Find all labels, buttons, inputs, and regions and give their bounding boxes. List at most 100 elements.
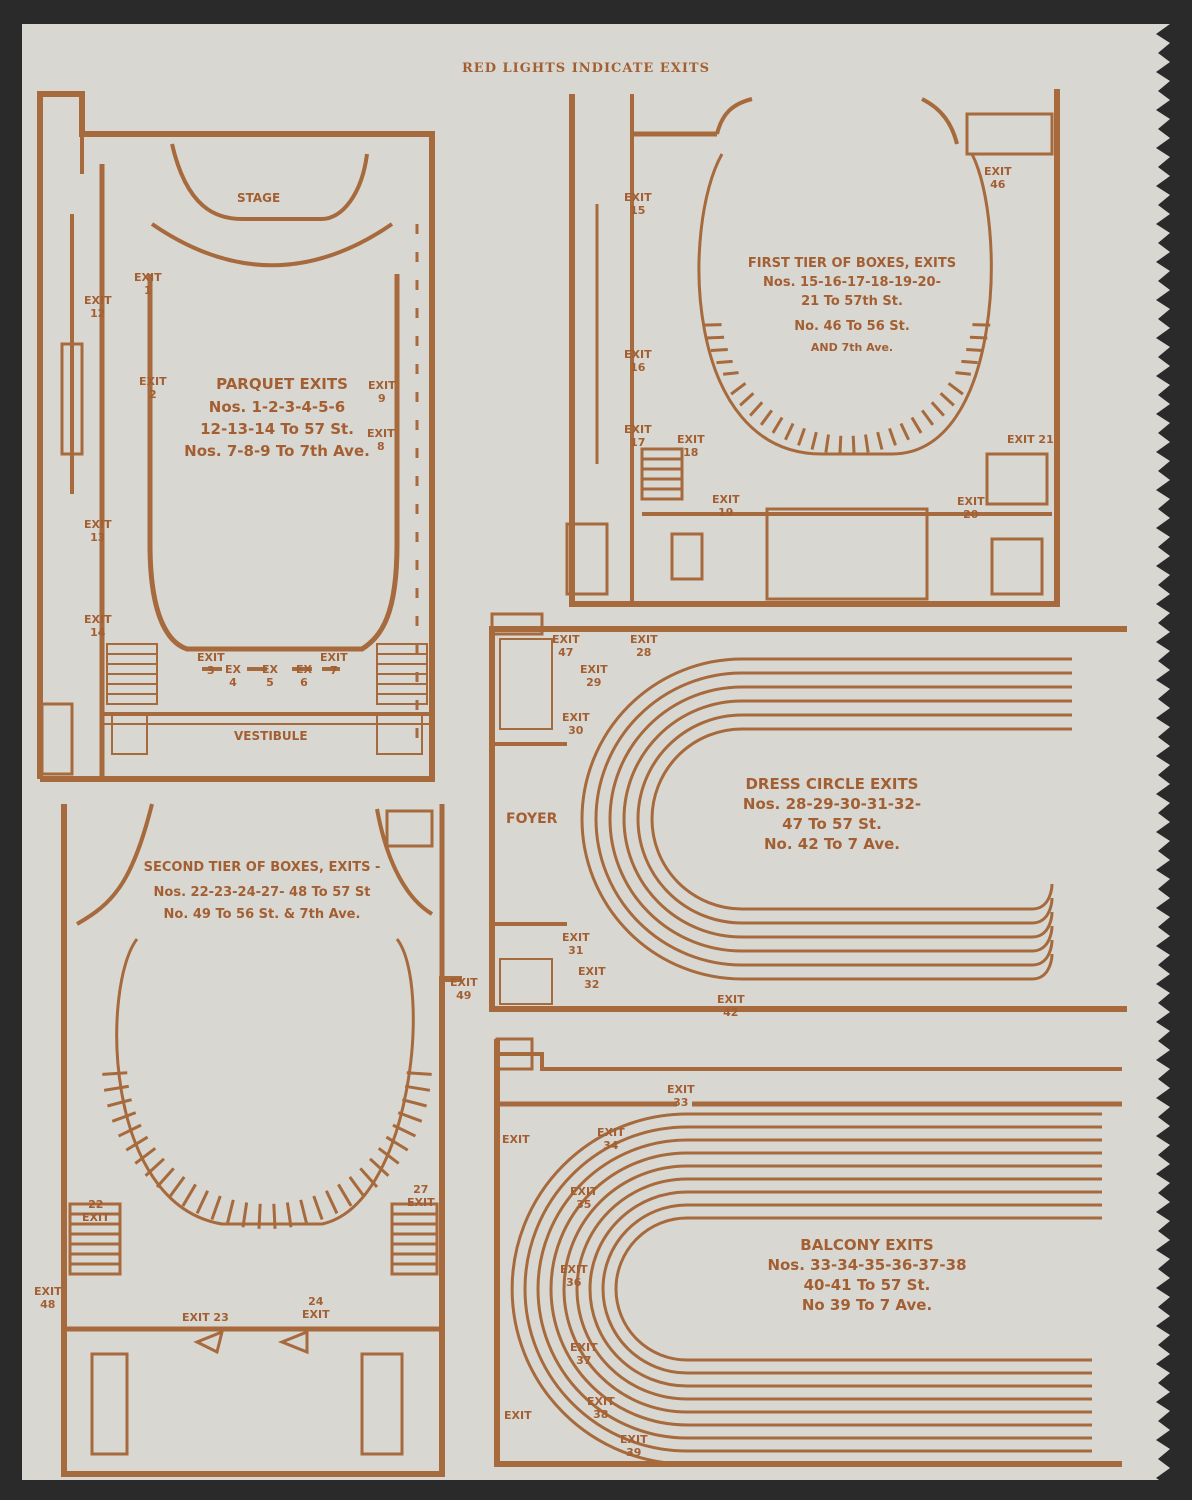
balcony-row	[523, 1125, 1102, 1453]
exit-47-label: EXIT 47	[552, 633, 580, 659]
exit-39-label: EXIT 39	[620, 1433, 648, 1459]
exit-21-label: EXIT 21	[1007, 433, 1054, 446]
box-partition	[710, 348, 728, 353]
box-partition	[168, 1176, 186, 1198]
box-partition	[784, 422, 795, 441]
box-partition	[716, 359, 733, 365]
box-partition	[955, 371, 971, 376]
box-partition	[324, 1190, 339, 1215]
balcony-row	[614, 1216, 1102, 1362]
box-partition	[285, 1202, 293, 1228]
exit-13-label: EXIT 13	[84, 518, 112, 544]
exit-20-label: EXIT 20	[957, 495, 985, 521]
exit-15-label: EXIT 15	[624, 191, 652, 217]
dress-circle-plan	[489, 612, 1127, 1012]
torn-edge	[1156, 24, 1170, 1480]
exit-28-label: EXIT 28	[630, 633, 658, 659]
exit-14-label: EXIT 14	[84, 613, 112, 639]
box-partition	[103, 1084, 130, 1092]
box-partition	[910, 416, 923, 434]
box-partition	[759, 409, 774, 426]
box-partition	[739, 392, 755, 407]
box-partition	[107, 1098, 132, 1108]
first-tier-line2: 21 To 57th St.	[801, 294, 903, 309]
exit-33-label: EXIT 33	[667, 1083, 695, 1109]
exit-35-label: EXIT 35	[570, 1185, 598, 1211]
dress-circle-line3: No. 42 To 7 Ave.	[763, 835, 901, 853]
exit-48-label: EXIT 48	[34, 1285, 62, 1311]
box-partition	[144, 1157, 165, 1177]
stage-label: STAGE	[237, 191, 281, 205]
box-partition	[111, 1111, 137, 1123]
balcony-line1: Nos. 33-34-35-36-37-38	[767, 1256, 967, 1274]
balcony-row	[562, 1164, 1102, 1414]
box-partition	[771, 416, 784, 434]
box-partition	[888, 427, 897, 446]
exit-32-label: EXIT 32	[578, 965, 606, 991]
box-partition	[385, 1135, 409, 1152]
exit-7-label: EXIT 7	[320, 651, 348, 677]
exit-22-label: 22 EXIT	[82, 1198, 110, 1224]
dress-circle-row	[650, 727, 1072, 911]
balcony-line2: 40-41 To 57 St.	[803, 1276, 931, 1294]
box-partition	[102, 1071, 128, 1076]
exit-6-label: EX 6	[296, 663, 312, 689]
balcony-row	[601, 1203, 1102, 1375]
box-partition	[155, 1167, 175, 1188]
balcony-row	[575, 1177, 1102, 1401]
exit-9-label: EXIT 9	[368, 379, 396, 405]
dress-circle-row	[636, 713, 1072, 925]
balcony-title: BALCONY EXITS	[800, 1236, 934, 1254]
exit-29-label: EXIT 29	[580, 663, 608, 689]
dress-circle-row	[608, 685, 1072, 953]
box-partition	[899, 422, 910, 441]
box-partition	[134, 1147, 157, 1165]
exit-37-label: EXIT 37	[570, 1341, 598, 1367]
box-partition	[920, 409, 935, 426]
box-partition	[125, 1135, 149, 1152]
box-partition	[117, 1123, 142, 1138]
exit-46-label: EXIT 46	[984, 165, 1012, 191]
box-partition	[706, 335, 725, 340]
floor-plans-drawing	[37, 24, 1170, 1480]
header-title: RED LIGHTS INDICATE EXITS	[462, 61, 710, 76]
box-partition	[181, 1183, 197, 1207]
balcony-plan	[494, 1037, 1122, 1467]
box-partition	[797, 427, 806, 446]
exit-4-label: EX 4	[225, 663, 241, 689]
second-tier-plan	[61, 803, 462, 1477]
box-partition	[337, 1183, 353, 1207]
balcony-row	[588, 1190, 1102, 1388]
box-partition	[241, 1202, 249, 1228]
first-tier-line1: Nos. 15-16-17-18-19-20-	[763, 275, 941, 290]
box-partition	[851, 435, 856, 454]
box-partition	[723, 371, 739, 376]
box-partition	[359, 1167, 379, 1188]
first-tier-line3: No. 46 To 56 St.	[794, 319, 910, 334]
exit-2-label: EXIT 2	[139, 375, 167, 401]
exit-5-label: EX 5	[262, 663, 278, 689]
box-partition	[838, 435, 843, 454]
balcony-row	[510, 1112, 1102, 1466]
balcony-row	[549, 1151, 1102, 1427]
exit-49-label: EXIT 49	[450, 976, 478, 1002]
vestibule-label: VESTIBULE	[234, 729, 308, 743]
box-partition	[195, 1190, 210, 1215]
parquet-line2: 12-13-14 To 57 St.	[200, 420, 354, 438]
dress-circle-line2: 47 To 57 St.	[782, 815, 882, 833]
box-partition	[402, 1098, 427, 1108]
box-partition	[312, 1195, 324, 1221]
exit-8-label: EXIT 8	[367, 427, 395, 453]
dress-circle-row	[594, 671, 1072, 967]
parquet-line3: Nos. 7-8-9 To 7th Ave.	[184, 442, 370, 460]
exit-left-lower-label: EXIT	[504, 1409, 532, 1422]
exit-23-label: EXIT 23	[182, 1311, 229, 1324]
box-partition	[864, 434, 870, 453]
exit-34-label: EXIT 34	[597, 1126, 625, 1152]
box-partition	[392, 1123, 417, 1138]
box-partition	[947, 382, 964, 396]
box-partition	[348, 1176, 366, 1198]
box-partition	[299, 1199, 309, 1225]
exit-42-label: EXIT 42	[717, 993, 745, 1019]
exit-36-label: EXIT 36	[560, 1263, 588, 1289]
